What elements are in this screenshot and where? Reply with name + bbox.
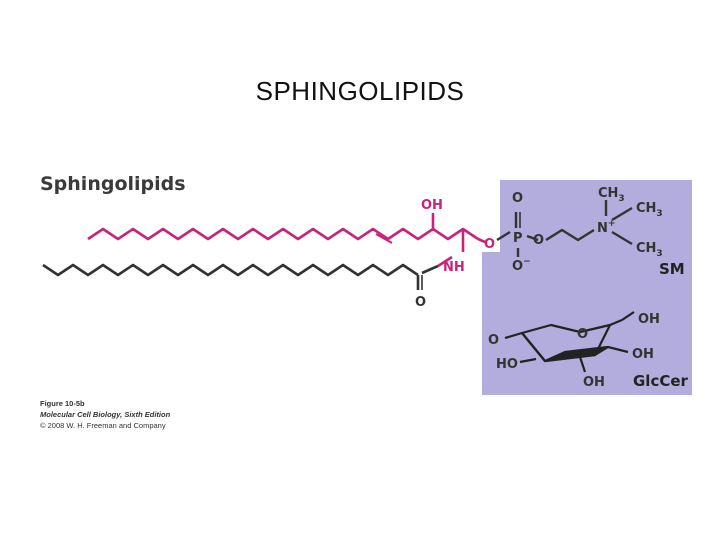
sphingosine-chain bbox=[87, 213, 486, 252]
methyl-1-label: CH3 bbox=[598, 186, 625, 204]
nitrogen-label: N+ bbox=[597, 219, 615, 236]
carbonyl-oxygen-label: O bbox=[415, 295, 426, 310]
caption-figure-number: Figure 10-5b bbox=[40, 399, 85, 408]
hydroxyl-label: OH bbox=[421, 198, 443, 213]
headgroup-panel bbox=[482, 180, 692, 395]
sphingolipid-structure-diagram: Sphingolipids OH bbox=[40, 173, 692, 430]
glccer-label: GlcCer bbox=[633, 372, 689, 390]
glucose-ring bbox=[504, 311, 635, 373]
sm-label: SM bbox=[659, 260, 685, 278]
c2-hydroxyl-label: HO bbox=[496, 357, 518, 372]
phosphocholine-bonds bbox=[496, 200, 633, 257]
caption-copyright: © 2008 W. H. Freeman and Company bbox=[40, 421, 166, 430]
glycosidic-oxygen-label: O bbox=[488, 333, 499, 348]
ring-oxygen-label: O bbox=[577, 327, 588, 342]
nh-bond bbox=[437, 255, 453, 268]
fatty-acid-chain bbox=[42, 263, 439, 290]
caption-book-title: Molecular Cell Biology, Sixth Edition bbox=[40, 410, 171, 419]
figure-heading: Sphingolipids bbox=[40, 173, 186, 195]
c4-hydroxyl-label: OH bbox=[632, 347, 654, 362]
methyl-3-label: CH3 bbox=[636, 241, 663, 259]
c6-hydroxyl-label: OH bbox=[638, 312, 660, 327]
c3-hydroxyl-label: OH bbox=[583, 375, 605, 390]
amide-nh-label: NH bbox=[443, 260, 465, 275]
phosphate-right-oxygen-label: O bbox=[533, 233, 544, 248]
ester-oxygen-label: O bbox=[484, 237, 495, 252]
phosphate-top-oxygen-label: O bbox=[512, 191, 523, 206]
slide-title: SPHINGOLIPIDS bbox=[255, 76, 465, 106]
phosphate-bottom-oxygen-label: O− bbox=[512, 257, 531, 274]
methyl-2-label: CH3 bbox=[636, 201, 663, 219]
phosphorus-label: P bbox=[513, 231, 523, 246]
